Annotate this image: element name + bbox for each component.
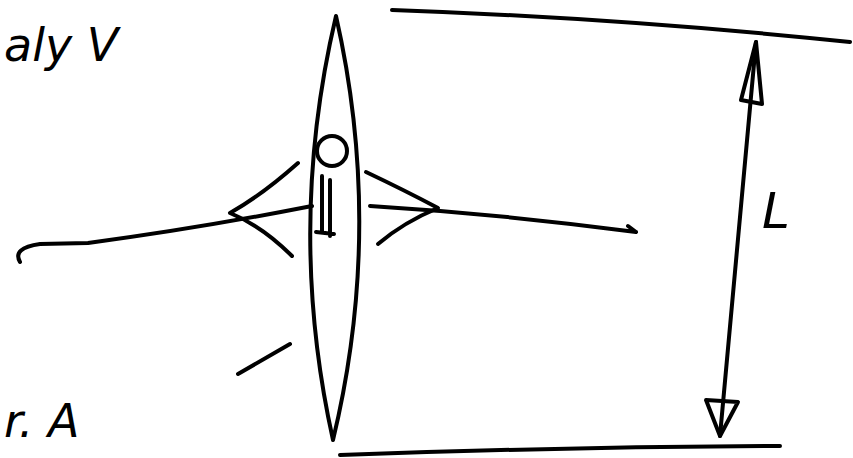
dimension-label: L [762,186,790,236]
paddle-shaft [370,206,636,232]
paddle-blade [366,172,438,244]
stroke-mark [238,344,290,374]
river-bank [340,446,780,455]
paddler-body [316,176,334,236]
paddle-blade [230,163,298,256]
arrow-head [706,400,738,436]
paddler-head [317,136,347,166]
handwritten-note: aly V [4,22,118,68]
arrow-head [741,42,762,104]
figure-label: r. A [4,398,79,444]
river-bank [392,10,850,42]
kayak-hull [310,16,359,440]
